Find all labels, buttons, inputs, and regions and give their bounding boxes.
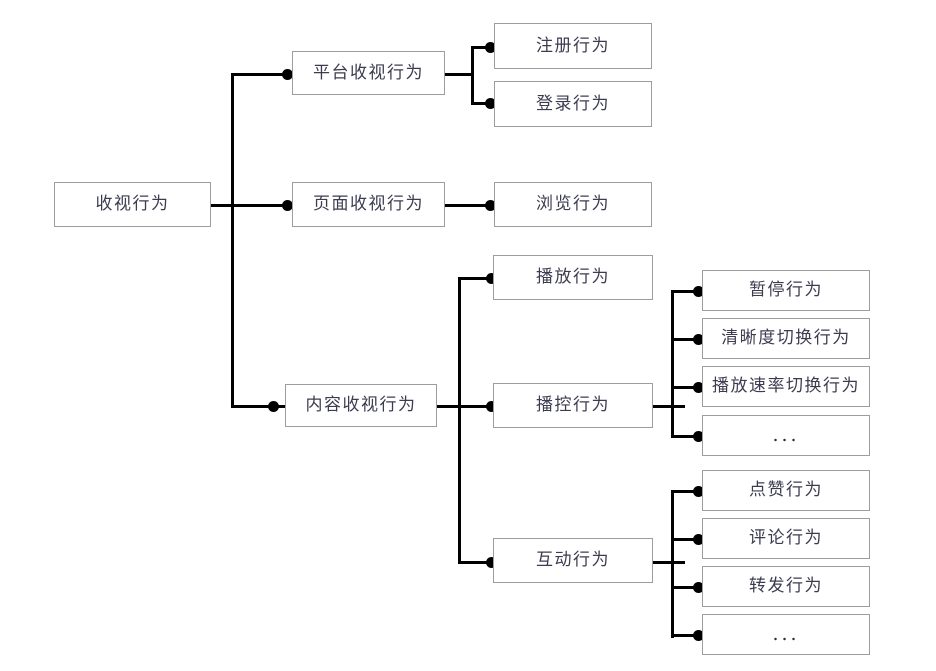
node-share[interactable]: 转发行为 <box>702 566 870 607</box>
edge-platform-out <box>445 73 473 76</box>
connector-dot-page <box>282 200 293 211</box>
edge-to-play <box>458 277 496 280</box>
node-interaction[interactable]: 互动行为 <box>493 538 653 583</box>
node-speed-switch[interactable]: 播放速率切换行为 <box>702 366 870 407</box>
connector-dot-playctl <box>486 401 497 412</box>
node-pause[interactable]: 暂停行为 <box>702 270 870 311</box>
connector-dot-interact <box>486 557 497 568</box>
edge-to-interact <box>458 561 496 564</box>
connector-dot-like <box>693 486 704 497</box>
connector-dot-speed <box>693 382 704 393</box>
edge-to-playctl-more <box>671 435 703 438</box>
node-comment[interactable]: 评论行为 <box>702 518 870 559</box>
edge-interact-trunk <box>671 490 674 638</box>
edge-to-login <box>471 102 495 105</box>
connector-dot-register <box>485 42 496 53</box>
connector-dot-play <box>486 273 497 284</box>
edge-to-pause <box>671 290 703 293</box>
connector-dot-login <box>485 98 496 109</box>
node-quality-switch[interactable]: 清晰度切换行为 <box>702 318 870 359</box>
connector-dot-quality <box>693 334 704 345</box>
connector-dot-browse <box>485 200 496 211</box>
edge-playctl-out <box>653 405 685 408</box>
connector-dot-comment <box>693 534 704 545</box>
connector-dot-playctl-more <box>693 431 704 442</box>
node-browse[interactable]: 浏览行为 <box>494 182 652 227</box>
node-page-viewing[interactable]: 页面收视行为 <box>292 182 445 227</box>
edge-to-comment <box>671 538 703 541</box>
connector-dot-content <box>268 401 279 412</box>
edge-to-like <box>671 490 703 493</box>
connector-dot-share <box>693 582 704 593</box>
node-like[interactable]: 点赞行为 <box>702 470 870 511</box>
edge-to-platform <box>231 73 287 76</box>
node-login[interactable]: 登录行为 <box>494 81 652 127</box>
connector-dot-pause <box>693 286 704 297</box>
edge-level1-trunk <box>231 73 234 407</box>
edge-to-content <box>231 405 287 408</box>
node-root[interactable]: 收视行为 <box>54 182 211 227</box>
connector-dot-platform <box>282 69 293 80</box>
node-register[interactable]: 注册行为 <box>494 23 652 69</box>
node-play-control-more[interactable]: ... <box>702 415 870 456</box>
edge-to-share <box>671 586 703 589</box>
edge-content-trunk <box>458 277 461 562</box>
node-play-control[interactable]: 播控行为 <box>493 383 653 428</box>
edge-content-out <box>437 405 472 408</box>
edge-to-page <box>231 204 287 207</box>
node-platform-viewing[interactable]: 平台收视行为 <box>292 51 445 95</box>
edge-to-speed <box>671 386 703 389</box>
edge-to-quality <box>671 338 703 341</box>
node-content-viewing[interactable]: 内容收视行为 <box>285 384 437 427</box>
edge-to-register <box>471 46 495 49</box>
edge-platform-trunk <box>471 46 474 105</box>
edge-to-interact-more <box>671 634 703 637</box>
edge-interact-out <box>653 561 685 564</box>
connector-dot-interact-more <box>693 630 704 641</box>
edge-to-playctl <box>458 405 496 408</box>
node-play[interactable]: 播放行为 <box>493 255 653 300</box>
node-interaction-more[interactable]: ... <box>702 614 870 655</box>
edge-page-to-browse <box>445 204 495 207</box>
edge-playctl-trunk <box>671 290 674 438</box>
